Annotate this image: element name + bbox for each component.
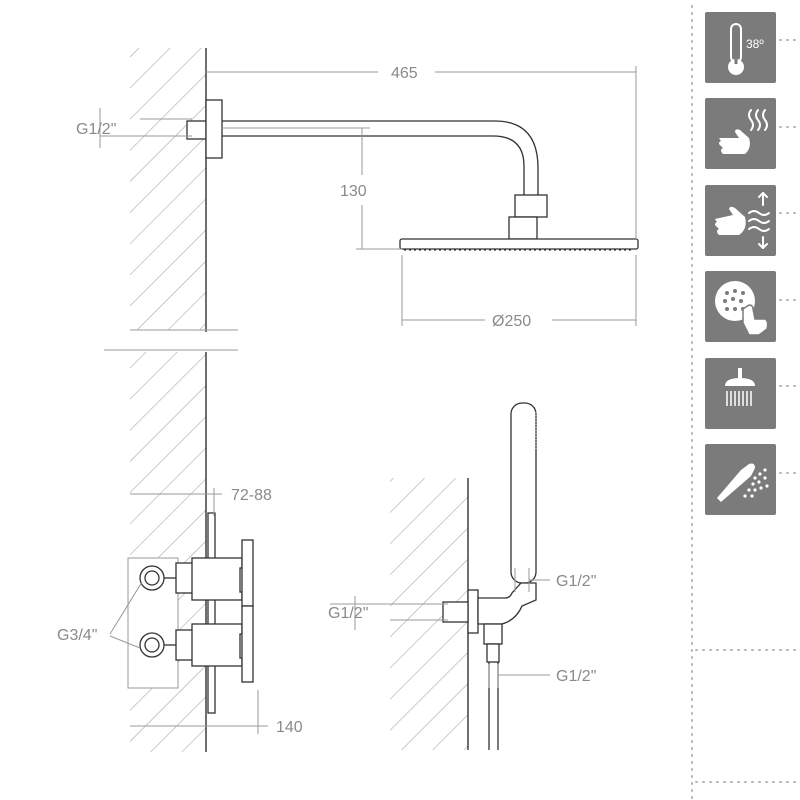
dimension-lines (99, 66, 637, 734)
dim-head-diameter: Ø250 (492, 313, 531, 330)
hand-steam-icon (705, 98, 776, 169)
dim-valve-depth: 72-88 (231, 487, 272, 504)
overhead-shower (186, 99, 639, 251)
dim-valve-box: 140 (276, 719, 303, 736)
thermostat-icon: 38º (705, 12, 776, 83)
upper-wall (104, 48, 238, 351)
rain-shower-icon (705, 358, 776, 429)
lower-wall (127, 352, 207, 752)
dim-arm-thread: G1/2" (76, 121, 116, 138)
hand-shower (442, 402, 537, 750)
hand-shower-spray-icon (705, 444, 776, 515)
dim-hose-thread: G1/2" (556, 668, 596, 685)
dim-outlet-thread: G1/2" (328, 605, 368, 622)
thermostatic-valve (139, 512, 254, 714)
dim-valve-inlet: G3/4" (57, 627, 97, 644)
thermostat-temp-label: 38º (746, 37, 764, 51)
dotted-separators (691, 5, 797, 799)
dim-arm-drop: 130 (340, 183, 367, 200)
hand-flow-adjust-icon (705, 185, 776, 256)
dim-arm-length: 465 (391, 65, 418, 82)
anti-lime-nozzles-icon (705, 271, 776, 342)
dim-holder-thread: G1/2" (556, 573, 596, 590)
